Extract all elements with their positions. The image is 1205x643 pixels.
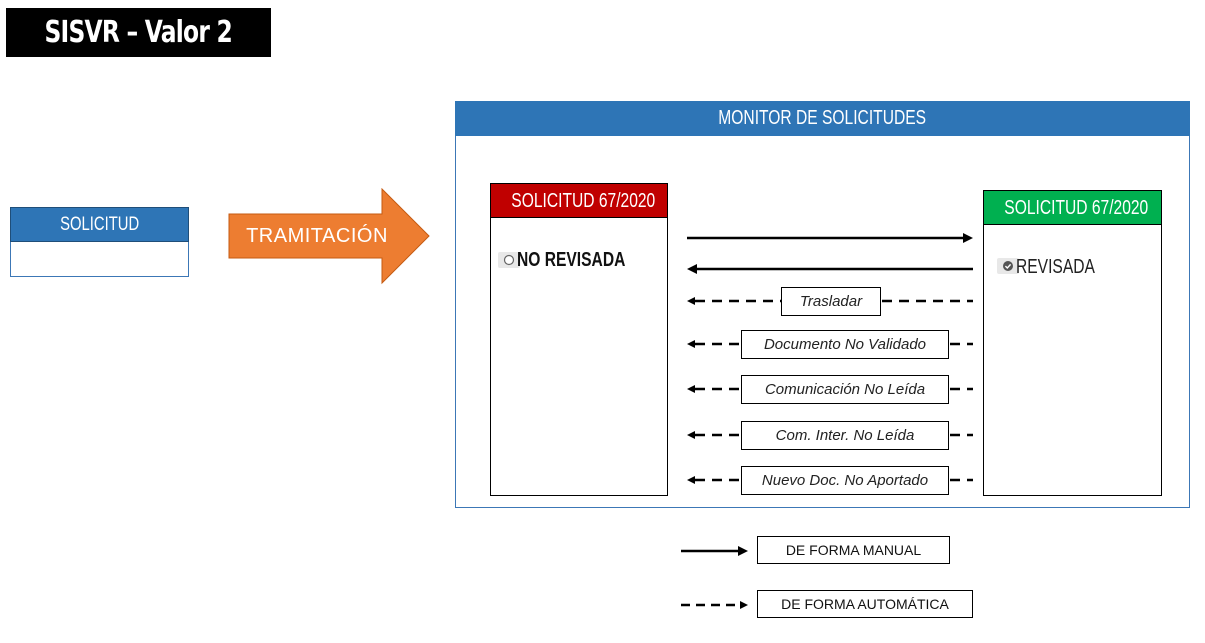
transition-label-nuevo-doc: Nuevo Doc. No Aportado — [741, 466, 949, 495]
legend-automatic-arrowhead — [740, 601, 748, 609]
transition-label-trasladar: Trasladar — [781, 287, 881, 316]
legend-manual-arrow — [681, 546, 748, 556]
left-card-title: SOLICITUD 67/2020 — [490, 183, 668, 218]
transition-label-com-inter: Com. Inter. No Leída — [741, 421, 949, 450]
legend-automatic-arrow — [681, 601, 748, 609]
manual-forward-arrowhead — [963, 233, 973, 243]
process-label: TRAMITACIÓN — [246, 225, 388, 247]
radio-checked-icon — [997, 258, 1019, 274]
process-arrow-shape — [228, 188, 430, 285]
radio-unchecked-icon — [498, 252, 520, 268]
monitor-title: MONITOR DE SOLICITUDES — [455, 101, 1190, 136]
manual-back-arrowhead — [687, 264, 697, 274]
right-card-status: REVISADA — [1016, 256, 1095, 278]
legend-automatic-label: DE FORMA AUTOMÁTICA — [757, 590, 973, 618]
transition-label-comunicacion: Comunicación No Leída — [741, 375, 949, 404]
solicitud-header: SOLICITUD — [10, 207, 189, 242]
right-request-card — [983, 190, 1162, 496]
legend-manual-label: DE FORMA MANUAL — [757, 536, 950, 564]
auto-arrowhead-2 — [687, 340, 695, 348]
auto-arrowhead-5 — [687, 476, 695, 484]
transition-label-documento: Documento No Validado — [741, 330, 949, 359]
process-arrow — [228, 188, 430, 285]
auto-arrowhead-1 — [687, 297, 695, 305]
legend-manual-arrowhead — [738, 546, 748, 556]
transition-arrows — [687, 233, 973, 484]
left-card-status: NO REVISADA — [517, 249, 626, 271]
left-request-card — [490, 183, 668, 496]
auto-arrowhead-4 — [687, 431, 695, 439]
right-card-title: SOLICITUD 67/2020 — [983, 190, 1162, 225]
page-title: SISVR – Valor 2 — [6, 8, 271, 57]
auto-arrowhead-3 — [687, 385, 695, 393]
